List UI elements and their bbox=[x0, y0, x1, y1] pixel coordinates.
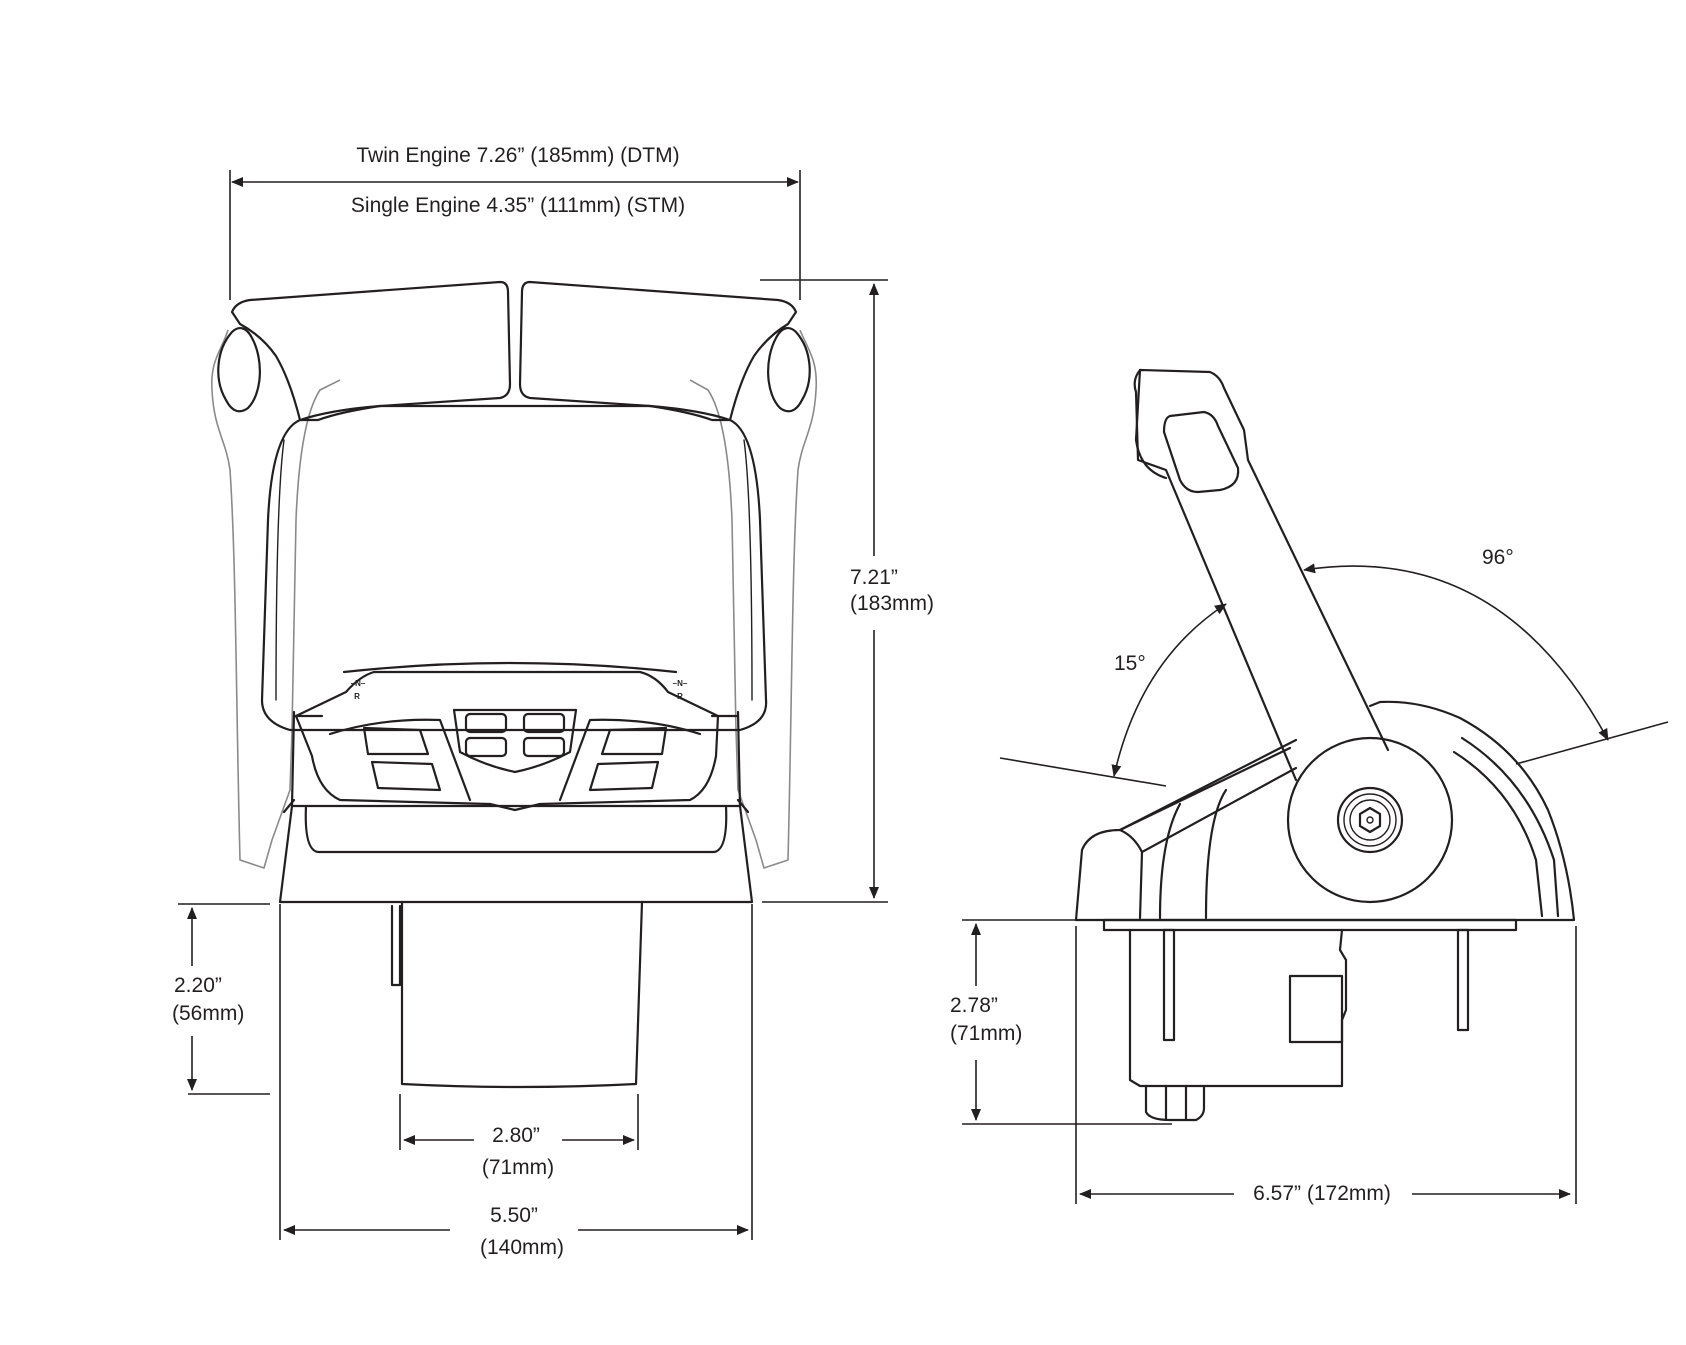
side-connector-box bbox=[1288, 974, 1344, 1044]
front-base-width-value: 5.50” bbox=[490, 1204, 538, 1227]
right-indicator-lower bbox=[588, 760, 660, 792]
control-head-wing-right bbox=[558, 718, 702, 802]
left-gear-mark-r: R bbox=[354, 692, 360, 701]
forward-angle-arc bbox=[1303, 563, 1609, 741]
side-length-dimension: 6.57” (172mm) bbox=[1075, 926, 1577, 1205]
lever-arm-top bbox=[1134, 368, 1168, 480]
side-view: 96° 15° 2.78” (71mm) 6.57” (172mm) bbox=[950, 368, 1669, 1205]
trim-up-button-right bbox=[522, 712, 566, 734]
front-below-deck-metric: (56mm) bbox=[172, 1002, 244, 1025]
lever-hub-ring-1 bbox=[1336, 786, 1404, 854]
side-below-deck-metric: (71mm) bbox=[950, 1022, 1022, 1045]
left-gear-mark-n: –N– bbox=[351, 679, 366, 688]
side-pin-left bbox=[1162, 928, 1176, 1042]
left-indicator-upper bbox=[362, 726, 430, 756]
hex-bolt-center bbox=[1366, 816, 1374, 824]
side-housing-upper-ridge bbox=[1118, 746, 1298, 854]
front-body-inner-line bbox=[275, 439, 753, 701]
side-base-plate bbox=[1102, 918, 1518, 932]
side-below-deck-block bbox=[1128, 928, 1348, 1088]
front-below-deck-body bbox=[400, 900, 644, 1089]
lever-hub-outer bbox=[1286, 736, 1454, 904]
reverse-angle-label: 15° bbox=[1114, 652, 1146, 675]
front-shell-outline bbox=[211, 329, 818, 869]
front-height-metric: (183mm) bbox=[850, 592, 934, 615]
trim-up-button bbox=[464, 712, 508, 734]
side-below-deck-value: 2.78” bbox=[950, 994, 998, 1017]
single-engine-width-label: Single Engine 4.35” (111mm) (STM) bbox=[351, 194, 685, 217]
right-gear-mark-r: R bbox=[677, 692, 683, 701]
twin-engine-width-label: Twin Engine 7.26” (185mm) (DTM) bbox=[356, 144, 679, 167]
lever-hub-ring-2 bbox=[1343, 793, 1397, 847]
front-below-deck-dimension: 2.20” (56mm) bbox=[172, 903, 270, 1095]
side-fitting bbox=[1144, 1084, 1206, 1122]
front-view: Twin Engine 7.26” (185mm) (DTM) Single E… bbox=[172, 144, 934, 1259]
control-head: –N– R –N– R bbox=[294, 661, 720, 812]
lever-arm bbox=[1133, 368, 1390, 782]
side-housing-front-face bbox=[1118, 788, 1228, 920]
trim-down-button-right bbox=[522, 736, 566, 758]
right-side-loop bbox=[767, 326, 811, 413]
hex-bolt-icon bbox=[1358, 806, 1382, 834]
front-height-value: 7.21” bbox=[850, 566, 898, 589]
front-height-dimension: 7.21” (183mm) bbox=[760, 279, 934, 903]
front-below-deck-value: 2.20” bbox=[174, 974, 222, 997]
front-base-width-dimension: 5.50” (140mm) bbox=[279, 904, 753, 1259]
front-width-dimension: Twin Engine 7.26” (185mm) (DTM) Single E… bbox=[229, 144, 801, 300]
front-cutout-width-metric: (71mm) bbox=[482, 1156, 554, 1179]
reverse-reference-line bbox=[999, 757, 1167, 787]
forward-reference-line bbox=[1515, 721, 1669, 765]
front-body-inner bbox=[260, 404, 768, 732]
control-head-wing-left bbox=[328, 718, 472, 802]
left-handle-cap bbox=[230, 280, 512, 422]
side-below-deck-dimension: 2.78” (71mm) bbox=[950, 919, 1172, 1125]
side-length-label: 6.57” (172mm) bbox=[1253, 1182, 1391, 1205]
side-pin-right bbox=[1456, 928, 1470, 1032]
front-shift-pin bbox=[390, 904, 402, 987]
trim-down-button bbox=[464, 736, 508, 758]
right-handle-cap bbox=[518, 280, 798, 422]
forward-angle-label: 96° bbox=[1482, 546, 1514, 569]
front-base-width-metric: (140mm) bbox=[480, 1236, 564, 1259]
front-base-housing bbox=[278, 710, 754, 904]
left-side-loop bbox=[217, 326, 261, 413]
side-housing-inner-arc bbox=[1452, 736, 1560, 918]
button-panel bbox=[452, 708, 578, 774]
lever-hub-ring-3 bbox=[1349, 799, 1391, 841]
left-indicator-lower bbox=[370, 760, 442, 792]
front-cutout-width-dimension: 2.80” (71mm) bbox=[399, 1094, 639, 1179]
lever-grip-slot bbox=[1162, 410, 1240, 494]
control-head-outline bbox=[294, 670, 720, 812]
front-cutout-width-value: 2.80” bbox=[492, 1124, 540, 1147]
control-head-top-rim bbox=[342, 661, 678, 674]
reverse-angle-arc bbox=[1111, 603, 1227, 777]
right-gear-mark-n: –N– bbox=[673, 679, 688, 688]
front-base-sides bbox=[282, 714, 750, 814]
right-indicator-upper bbox=[600, 726, 668, 756]
